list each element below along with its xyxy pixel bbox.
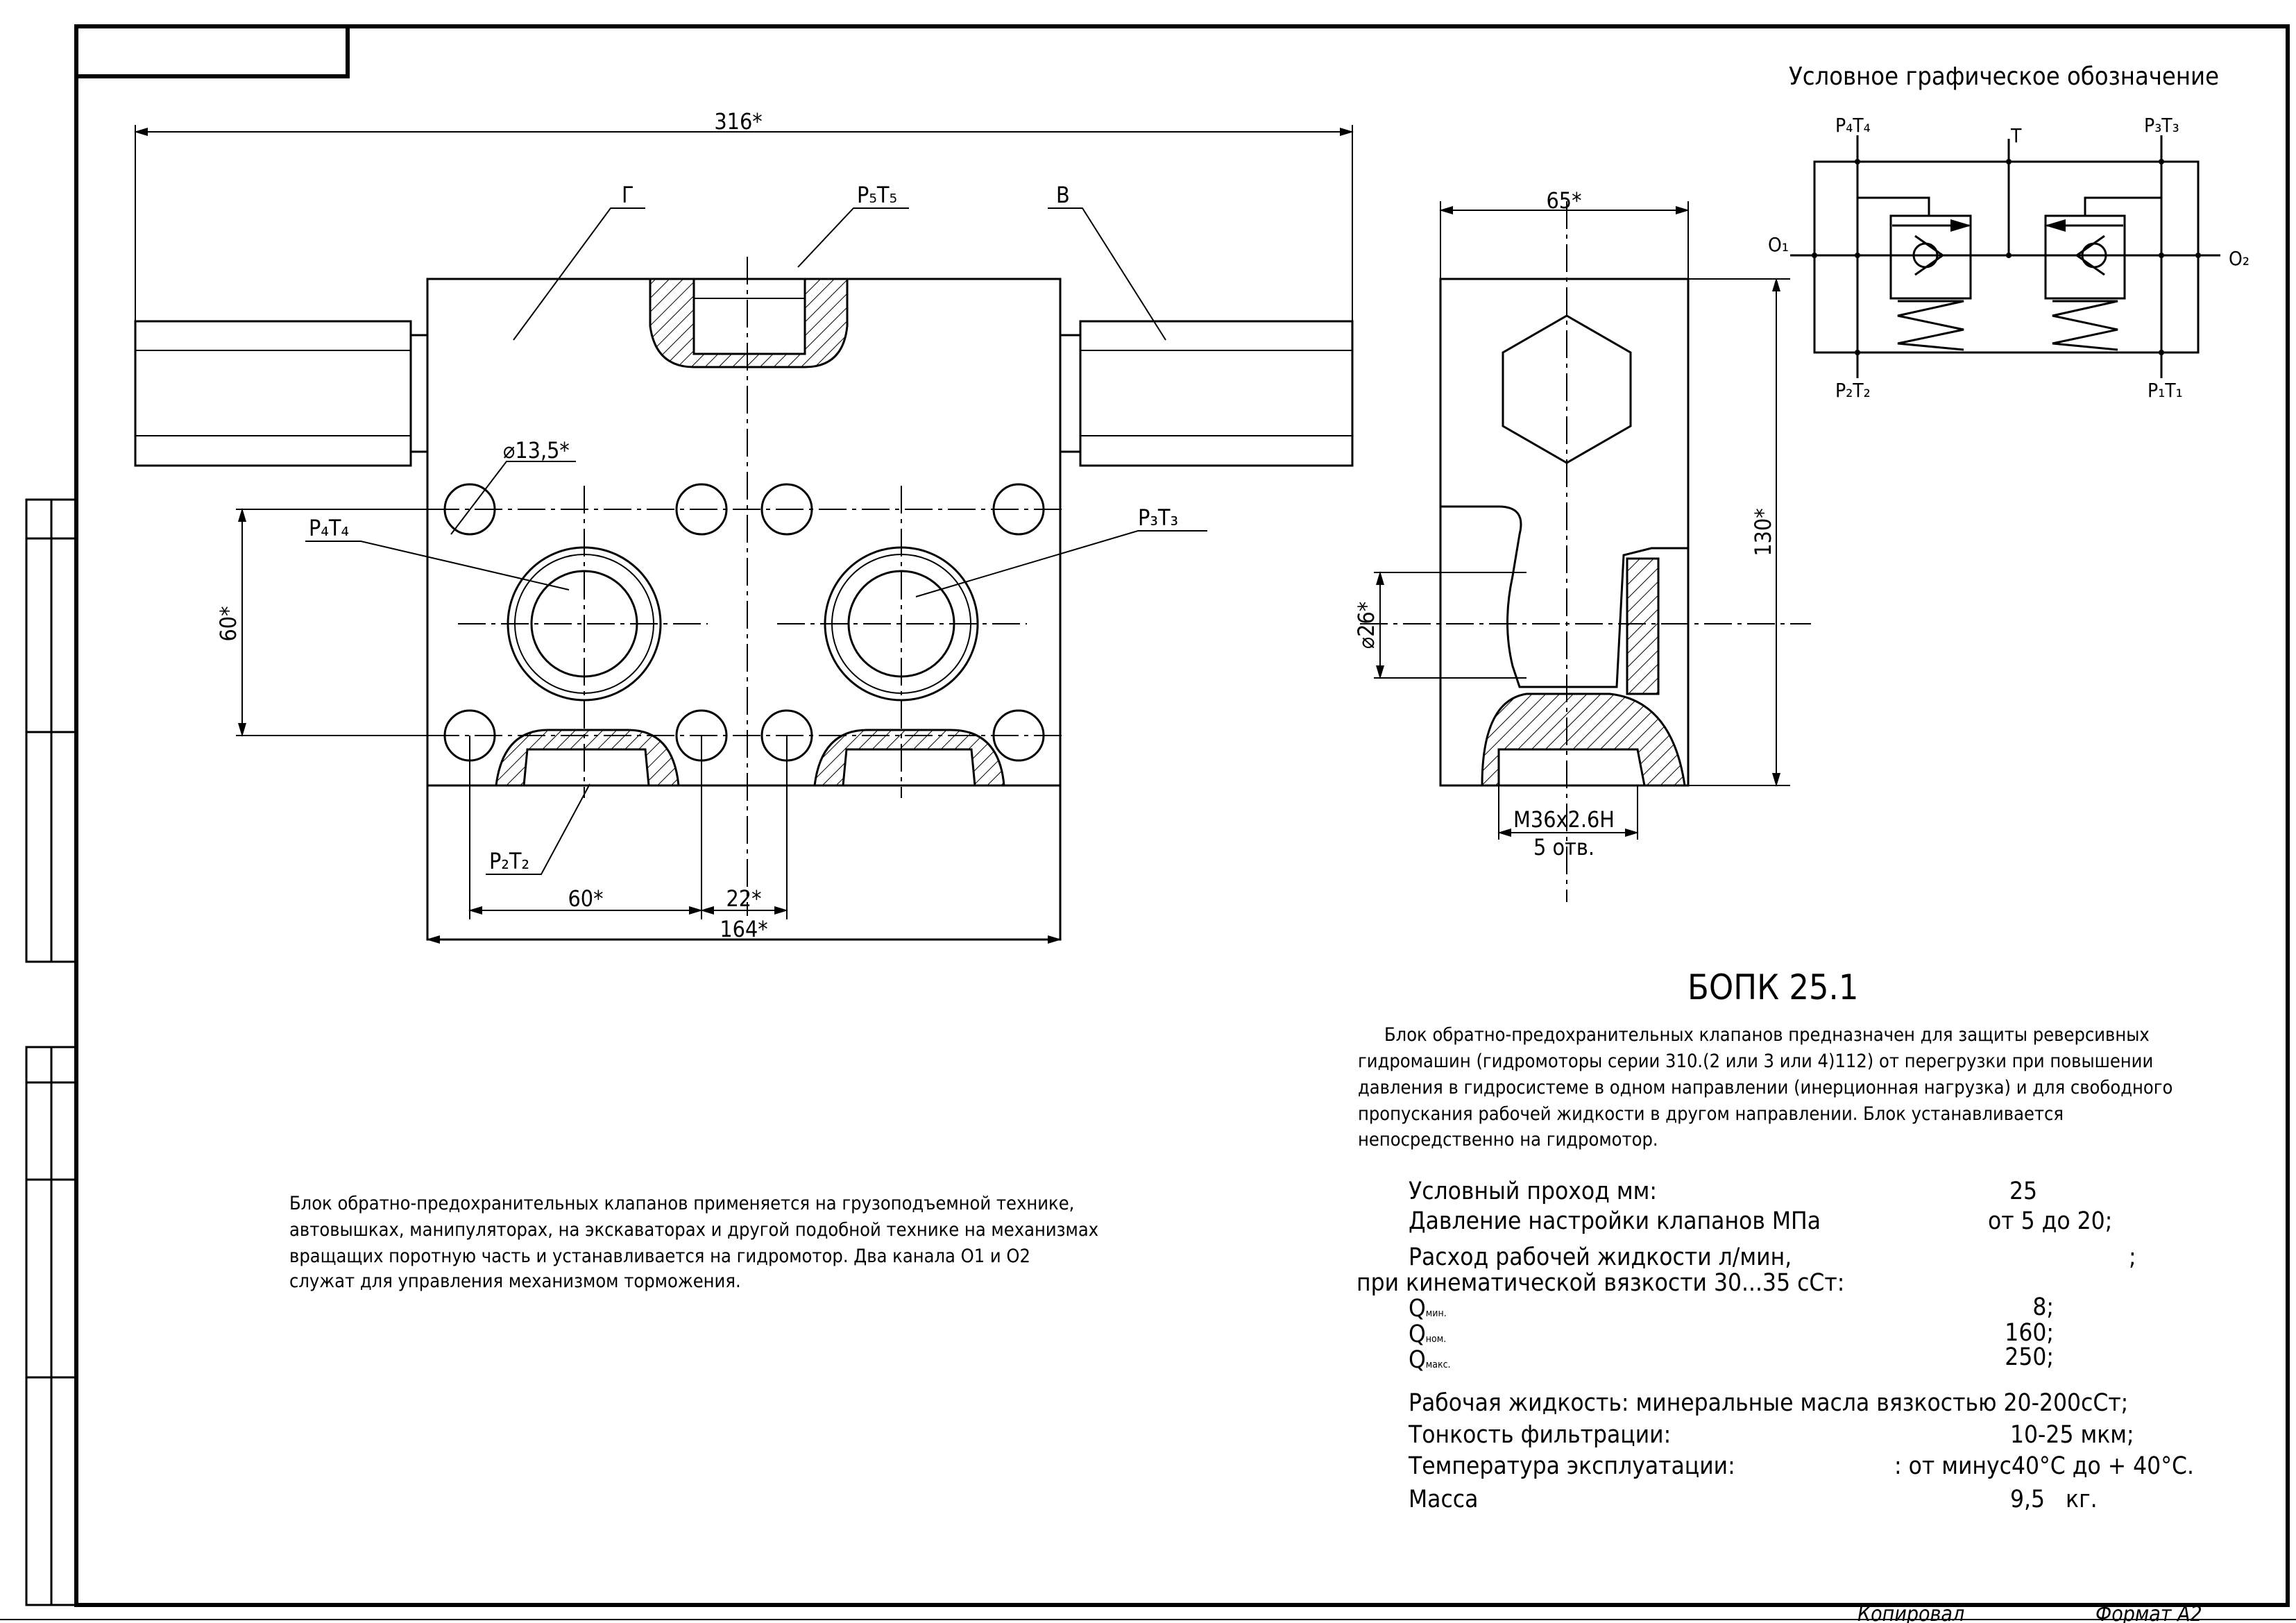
check-valve-right: [2044, 214, 2126, 351]
dim-130: 130*: [1750, 508, 1776, 556]
dim-60-vertical: 60*: [215, 606, 241, 641]
hydraulic-schematic: Условное графическое обозначение: [1768, 62, 2250, 402]
spec-viscosity-label: при кинематической вязкости 30...35 сСт:: [1357, 1269, 1844, 1297]
description: Блок обратно-предохранительных клапанов …: [1358, 1024, 2172, 1150]
dim-22: 22*: [726, 885, 761, 912]
q-nom-value: 160;: [2005, 1319, 2054, 1347]
valve-nut-left: [134, 320, 429, 467]
spec-bore-label: Условный проход мм:: [1409, 1178, 1657, 1205]
q-max-value: 250;: [2005, 1343, 2054, 1371]
check-valve-left: [1889, 214, 1972, 351]
dim-65: 65*: [1546, 187, 1581, 214]
dim-316: 316*: [714, 108, 762, 135]
spec-mass-label: Масса: [1409, 1486, 1478, 1513]
port-p2t2-section: [495, 729, 680, 787]
application-line: вращащих поротную часть и устанавливаетс…: [289, 1246, 1030, 1267]
label-p4t4: P₄T₄: [309, 515, 349, 541]
port-p5t5-section: [649, 278, 849, 368]
hex-nut-side: [1502, 314, 1632, 464]
application-line: служат для управления механизмом торможе…: [289, 1271, 741, 1292]
label-p3t3: P₃T₃: [1138, 504, 1178, 531]
schematic-p2t2: P₂T₂: [1835, 379, 1871, 402]
drawing-frame: Копировал Формат А2: [0, 24, 2296, 1623]
spec-flow-label: Расход рабочей жидкости л/мин,: [1409, 1243, 1792, 1271]
q-nom-symbol: Qном.: [1409, 1320, 1446, 1348]
description-line: непосредственно на гидромотор.: [1358, 1129, 1658, 1150]
spring-icon: [1897, 300, 1964, 351]
spec-pressure-value: от 5 до 20;: [1988, 1207, 2112, 1235]
spec-temperature-label: Температура эксплуатации:: [1408, 1452, 1735, 1480]
spec-filtration-value: 10-25 мкм;: [2010, 1421, 2134, 1449]
spec-filtration-label: Тонкость фильтрации:: [1408, 1421, 1671, 1449]
schematic-o2: O₂: [2229, 247, 2250, 270]
thread-size: M36x2.6H: [1513, 806, 1615, 833]
q-max-symbol: Qмакс.: [1409, 1346, 1451, 1374]
port-p1t1-section: [813, 729, 1005, 787]
schematic-o1: O₁: [1768, 233, 1789, 256]
label-p5t5: P₅T₅: [857, 182, 897, 208]
description-line: пропускания рабочей жидкости в другом на…: [1358, 1103, 2064, 1125]
spec-pressure-label: Давление настройки клапанов МПа: [1409, 1207, 1821, 1235]
description-line: давления в гидросистеме в одном направле…: [1358, 1077, 2172, 1098]
description-line: Блок обратно-предохранительных клапанов …: [1384, 1024, 2150, 1046]
q-min-value: 8;: [2032, 1293, 2054, 1321]
spring-icon: [2052, 300, 2118, 351]
format-label: Формат А2: [2095, 1602, 2202, 1623]
spec-temperature-value: : от минус40°С до + 40°С.: [1894, 1452, 2194, 1480]
spec-flow-value: ;: [2129, 1243, 2136, 1271]
specifications: Условный проход мм: 25 Давление настройк…: [1357, 1178, 2194, 1513]
spec-mass-value: 9,5 кг.: [2010, 1486, 2098, 1513]
spec-fluid-label: Рабочая жидкость: минеральные масла вязк…: [1409, 1389, 2128, 1417]
application-text: Блок обратно-предохранительных клапанов …: [289, 1193, 1098, 1292]
product-title: БОПК 25.1: [1687, 967, 1858, 1008]
schematic-t: T: [2010, 124, 2022, 147]
thread-count: 5 отв.: [1533, 834, 1595, 860]
schematic-title: Условное графическое обозначение: [1789, 62, 2219, 91]
label-p2t2: P₂T₂: [489, 848, 529, 874]
side-view: 65* 130* ⌀26* M36x2.6H 5 отв.: [1353, 187, 1811, 902]
spec-bore-value: 25: [2009, 1178, 2037, 1205]
margin-stamp-upper: [25, 498, 78, 963]
schematic-p1t1: P₁T₁: [2148, 379, 2183, 402]
application-line: Блок обратно-предохранительных клапанов …: [289, 1193, 1074, 1214]
valve-nut-right: [1059, 320, 1354, 467]
schematic-p4t4: P₄T₄: [1835, 114, 1871, 137]
dim-60-horizontal: 60*: [568, 885, 603, 912]
description-line: гидромашин (гидромоторы серии 310.(2 или…: [1358, 1051, 2153, 1072]
margin-stamp-lower: [25, 1046, 78, 1606]
copied-by-label: Копировал: [1857, 1602, 1964, 1623]
block-body: [426, 278, 1062, 941]
dim-164: 164*: [720, 916, 767, 942]
front-view: 316* Г P₅T₅ В ⌀13,5* P₄T₄ P₃T₃ P₂T₂ 60* …: [134, 108, 1354, 944]
hole-diameter-label: ⌀13,5*: [503, 437, 570, 464]
application-line: автовышках, манипуляторах, на экскаватор…: [289, 1219, 1098, 1241]
label-v: В: [1056, 182, 1070, 208]
schematic-p3t3: P₃T₃: [2144, 114, 2179, 137]
q-min-symbol: Qмин.: [1409, 1295, 1447, 1323]
dim-diameter-26: ⌀26*: [1353, 602, 1379, 649]
port-p3t3: [824, 546, 979, 702]
label-g: Г: [622, 182, 634, 208]
port-p4t4: [507, 546, 662, 702]
